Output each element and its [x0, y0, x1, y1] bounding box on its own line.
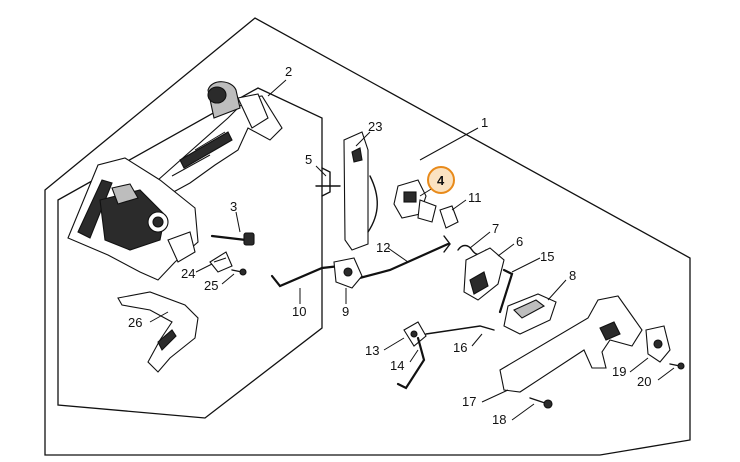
callout-25: 25 [204, 278, 218, 293]
callout-14: 14 [390, 358, 404, 373]
part-trigger-6 [463, 247, 505, 301]
callout-19: 19 [612, 364, 626, 379]
part-main-housing [67, 157, 199, 281]
callout-18: 18 [492, 412, 506, 427]
callout-23: 23 [368, 119, 382, 134]
callout-4-highlight-ring [427, 166, 455, 194]
callout-20: 20 [637, 374, 651, 389]
part-plate-spring [343, 131, 378, 251]
callout-1: 1 [481, 115, 488, 130]
part-wire-rod-10 [270, 264, 342, 288]
part-clip-11 [439, 205, 459, 229]
part-handle-housing [157, 81, 283, 196]
part-main-bar-17 [499, 295, 643, 393]
part-rod-14 [396, 336, 426, 390]
part-rod-12 [350, 235, 451, 282]
callout-labels: 1 2 3 4 5 6 7 8 9 10 11 12 13 14 15 16 1… [128, 64, 651, 427]
callout-8: 8 [569, 268, 576, 283]
leader-lines [149, 79, 675, 421]
part-small-screw [231, 268, 247, 276]
part-lever-13 [403, 321, 427, 347]
callout-24: 24 [181, 266, 195, 281]
callout-9: 9 [342, 304, 349, 319]
callout-16: 16 [453, 340, 467, 355]
callout-13: 13 [365, 343, 379, 358]
callout-17: 17 [462, 394, 476, 409]
callout-6: 6 [516, 234, 523, 249]
part-screw-18 [529, 397, 553, 409]
callout-15: 15 [540, 249, 554, 264]
part-rod-15 [498, 268, 514, 314]
part-clip [209, 251, 233, 273]
assembly-frame-outer [44, 17, 691, 456]
assembly-frame-inner [57, 87, 323, 419]
part-lock-19 [645, 325, 671, 363]
callout-2: 2 [285, 64, 292, 79]
callout-3: 3 [230, 199, 237, 214]
part-lever-9 [333, 257, 363, 289]
callout-7: 7 [492, 221, 499, 236]
callout-10: 10 [292, 304, 306, 319]
part-bottom-cover [117, 291, 199, 373]
part-screw-20 [669, 362, 685, 370]
callout-26: 26 [128, 315, 142, 330]
callout-5: 5 [305, 152, 312, 167]
part-bracket-5 [315, 167, 341, 197]
callout-4: 4 [437, 173, 445, 188]
part-cover-8 [503, 293, 557, 335]
callout-12: 12 [376, 240, 390, 255]
part-switch [393, 179, 437, 223]
part-bolt [210, 232, 255, 246]
part-spring-16 [425, 325, 495, 335]
callout-11: 11 [468, 190, 482, 205]
